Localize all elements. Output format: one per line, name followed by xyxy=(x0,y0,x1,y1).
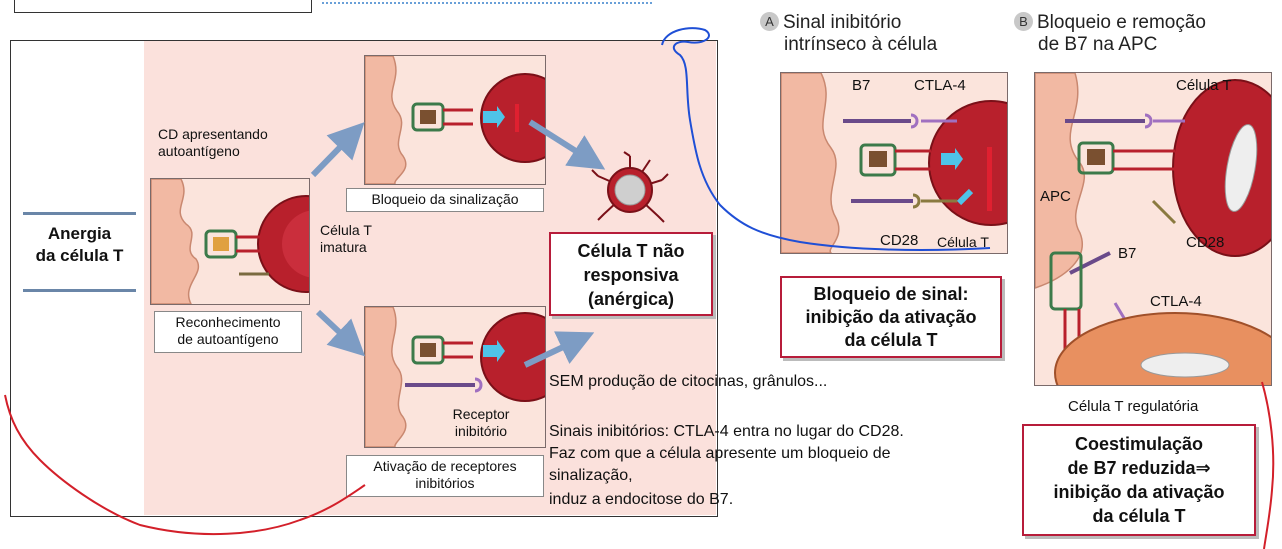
top-left-box-fragment xyxy=(14,0,312,13)
panel-b-ctla4-label: CTLA-4 xyxy=(1150,293,1202,310)
panel-b-b7-label: B7 xyxy=(1118,245,1137,262)
inhibitory-svg xyxy=(365,307,545,447)
anergy-title-line1: Anergia xyxy=(47,224,112,243)
panel-a-result-line2: inibição da ativação xyxy=(805,307,977,327)
panel-b-result-line4: da célula T xyxy=(1092,506,1186,526)
red-annotation-stroke-right xyxy=(1261,381,1275,549)
panel-b-treg-label: Célula T regulatória xyxy=(1068,398,1199,415)
note-line3: Faz com que a célula apresente um bloque… xyxy=(549,445,891,462)
cd-label-line1: CD apresentando xyxy=(158,126,268,142)
panel-a-title-line2: intrínseco à célula xyxy=(784,34,938,55)
anergy-title-box: Anergia da célula T xyxy=(23,212,136,292)
panel-b-apc-label: APC xyxy=(1040,188,1071,205)
panel-b-result-box: Coestimulação de B7 reduzida⇒ inibição d… xyxy=(1022,424,1256,536)
panel-b-result-line1: Coestimulação xyxy=(1074,434,1204,454)
inhibitory-receptor-illustration xyxy=(364,306,546,448)
arrow-to-blockade xyxy=(310,122,365,178)
recognition-illustration xyxy=(150,178,310,305)
arrow-to-anergic-top xyxy=(528,119,606,170)
cd-label-line2: autoantígeno xyxy=(158,143,240,159)
immature-t-cell-label: Célula T imatura xyxy=(320,222,372,256)
panel-a-letter: A xyxy=(760,12,779,31)
block-signal-label-box: Bloqueio da sinalização xyxy=(346,188,544,212)
activation-line2: inibitórios xyxy=(415,475,475,491)
panel-b-result-line2: de B7 reduzida⇒ xyxy=(1067,458,1211,478)
block-signal-label: Bloqueio da sinalização xyxy=(371,191,519,207)
inhibitory-receptor-label: Receptor inibitório xyxy=(436,406,526,440)
note-line5: induz a endocitose do B7. xyxy=(549,491,734,508)
recognition-line2: de autoantígeno xyxy=(177,331,279,347)
panel-a-ctla4-label: CTLA-4 xyxy=(914,77,966,94)
blockade-svg xyxy=(365,56,545,184)
top-text-fragment xyxy=(322,0,652,6)
anergic-t-cell xyxy=(591,151,669,223)
panel-b-title-line1: Bloqueio e remoção xyxy=(1037,12,1206,33)
panel-a-illustration xyxy=(780,72,1008,254)
panel-a-svg xyxy=(781,73,1007,253)
blockade-illustration xyxy=(364,55,546,185)
panel-b-letter: B xyxy=(1014,12,1033,31)
note-line2: Sinais inibitórios: CTLA-4 entra no luga… xyxy=(549,423,904,440)
activation-label-box: Ativação de receptores inibitórios xyxy=(346,455,544,497)
panel-a-result-box: Bloqueio de sinal: inibição da ativação … xyxy=(780,276,1002,358)
panel-a-result-line3: da célula T xyxy=(844,330,938,350)
panel-b-cd28-label: CD28 xyxy=(1186,234,1225,251)
anergic-result-line1: Célula T não xyxy=(577,241,685,261)
receptor-label-line2: inibitório xyxy=(454,423,508,439)
red-annotation-stroke-left xyxy=(4,394,366,536)
blue-annotation-stroke xyxy=(661,27,991,251)
cell-t-label-line2: imatura xyxy=(320,239,367,255)
panel-b-illustration xyxy=(1034,72,1272,386)
note-line1: SEM produção de citocinas, grânulos... xyxy=(549,373,828,390)
panel-b-svg xyxy=(1035,73,1271,385)
arrow-to-anergic-bottom xyxy=(523,331,595,368)
cd-presenting-label: CD apresentando autoantígeno xyxy=(158,126,268,160)
panel-a-b7-label: B7 xyxy=(852,77,871,94)
anergic-result-box: Célula T não responsiva (anérgica) xyxy=(549,232,713,316)
panel-a-cd28-label: CD28 xyxy=(880,232,919,249)
panel-a-result-line1: Bloqueio de sinal: xyxy=(813,284,969,304)
activation-line1: Ativação de receptores xyxy=(373,458,517,474)
note-line4: sinalização, xyxy=(549,467,633,484)
recognition-line1: Reconhecimento xyxy=(175,314,281,330)
receptor-label-line1: Receptor xyxy=(452,406,510,422)
panel-b-cell-t-label: Célula T xyxy=(1176,77,1232,94)
panel-a-cell-t-label: Célula T xyxy=(937,234,989,250)
panel-b-title-line2: de B7 na APC xyxy=(1038,34,1158,55)
panel-a-title-line1: Sinal inibitório xyxy=(783,12,902,33)
cell-t-label-line1: Célula T xyxy=(320,222,372,238)
panel-b-result-line3: inibição da ativação xyxy=(1053,482,1225,502)
anergic-result-line3: (anérgica) xyxy=(587,289,675,309)
recognition-svg xyxy=(151,179,309,304)
anergy-title-line2: da célula T xyxy=(35,246,124,265)
anergic-result-line2: responsiva xyxy=(583,265,679,285)
recognition-label-box: Reconhecimento de autoantígeno xyxy=(154,311,302,353)
arrow-to-inhibitory xyxy=(315,309,366,357)
